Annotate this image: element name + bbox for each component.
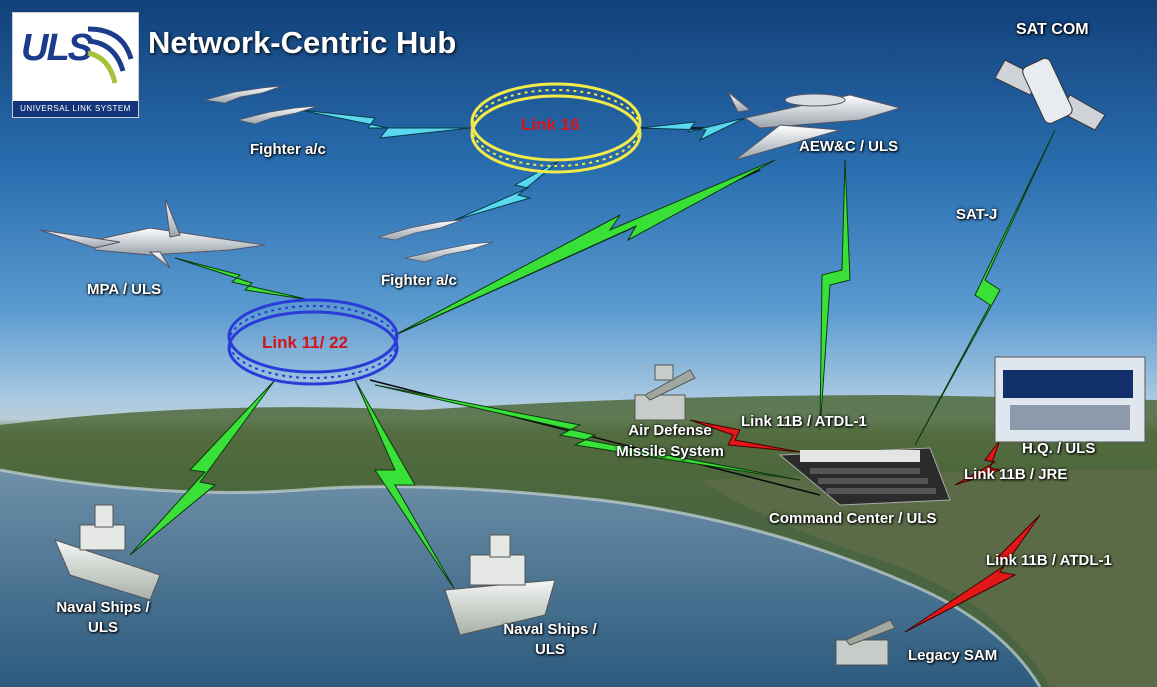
link-hub-aewc	[394, 159, 776, 336]
link-hub-command	[374, 384, 801, 481]
logo-subtitle: UNIVERSAL LINK SYSTEM	[13, 101, 138, 117]
green-links	[129, 129, 1056, 591]
fighter-mid-icon	[377, 219, 494, 263]
air-defense-label-line2: Missile System	[616, 443, 724, 460]
link-satcom-command	[914, 129, 1056, 446]
air-defense-icon	[634, 364, 696, 421]
command-center-icon	[778, 447, 951, 506]
link-mpa-hub	[174, 257, 311, 301]
link1122-ring	[227, 298, 399, 386]
legacy-sam-icon	[835, 619, 896, 666]
link-aewc-command	[819, 159, 851, 431]
link-link16-fighter	[454, 159, 561, 221]
naval-left-label: Naval Ships / ULS	[48, 598, 158, 638]
fighter-mid-label: Fighter a/c	[381, 272, 457, 289]
link11b-jre-label: Link 11B / JRE	[964, 466, 1068, 483]
satcom-label: SAT COM	[1016, 21, 1089, 38]
hq-label: H.Q. / ULS	[1022, 440, 1096, 457]
satellite-icon	[994, 57, 1106, 131]
cyan-links	[299, 109, 746, 221]
command-center-label: Command Center / ULS	[769, 510, 937, 527]
naval-right-label-line1: Naval Ships /	[503, 621, 597, 638]
link-command-legacy	[904, 514, 1041, 633]
link-fighter-link16	[299, 109, 471, 139]
aewc-label: AEW&C / ULS	[799, 138, 899, 155]
link-hub-naval-left	[129, 379, 276, 556]
link16-ring	[470, 82, 642, 174]
air-defense-label: Air Defense Missile System	[605, 420, 735, 462]
uls-logo: ULS UNIVERSAL LINK SYSTEM	[12, 12, 139, 118]
sat-j-label: SAT-J	[956, 206, 998, 223]
fighter-top-label: Fighter a/c	[250, 141, 326, 158]
naval-left-label-line1: Naval Ships /	[56, 599, 150, 616]
legacy-sam-label: Legacy SAM	[908, 647, 998, 664]
mpa-icon	[39, 197, 266, 269]
page-title: Network-Centric Hub	[148, 25, 457, 60]
naval-ship-left-icon	[54, 504, 161, 601]
aewc-icon	[727, 91, 902, 161]
fighter-top-icon	[204, 85, 319, 125]
hq-icon	[994, 356, 1146, 443]
link11b-atdl1-bottom-label: Link 11B / ATDL-1	[986, 552, 1112, 569]
naval-right-label-line2: ULS	[535, 641, 565, 658]
land-right	[700, 470, 1157, 687]
naval-right-label: Naval Ships / ULS	[490, 620, 610, 660]
link11b-atdl1-top-label: Link 11B / ATDL-1	[741, 413, 867, 430]
link-hq-command	[954, 439, 1002, 486]
air-defense-label-line1: Air Defense	[628, 422, 712, 439]
naval-ship-right-icon	[444, 534, 556, 636]
link1122-label: Link 11/ 22	[262, 333, 348, 352]
mpa-label: MPA / ULS	[87, 281, 162, 298]
link-link16-aewc	[639, 117, 746, 142]
naval-left-label-line2: ULS	[88, 619, 118, 636]
logo-text: ULS	[21, 27, 93, 69]
link16-label: Link 16	[521, 115, 580, 134]
logo-swoosh-icon	[87, 26, 134, 84]
